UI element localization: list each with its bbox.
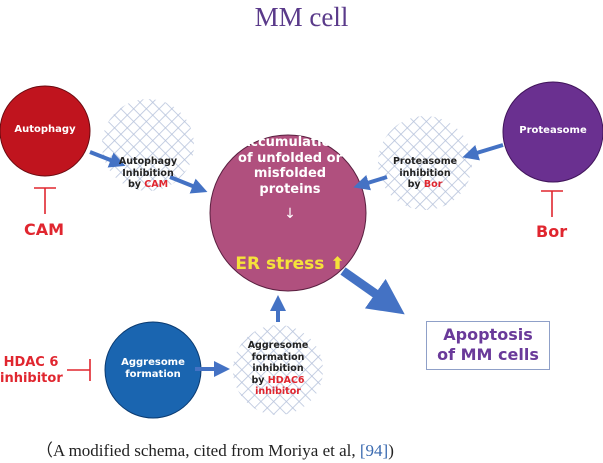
apoptosis-line2: of MM cells xyxy=(437,345,539,364)
aggresome-label-line2: formation xyxy=(125,369,181,380)
down-arrow-icon: ↓ xyxy=(284,206,296,222)
aggresome-inhibition-line1: Aggresome xyxy=(247,340,309,351)
center-node xyxy=(209,134,367,292)
proteasome-label: Proteasome xyxy=(519,125,587,136)
proteasome-node xyxy=(502,81,603,183)
figure-caption: （A modified schema, cited from Moriya et… xyxy=(36,436,394,461)
aggresome-inhibition-line2: formation xyxy=(251,351,305,363)
arrow-proteasome-to-inhibition xyxy=(462,143,504,161)
autophagy-label: Autophagy xyxy=(14,124,76,135)
autophagy-inhibition-line2: Inhibition xyxy=(122,167,174,179)
hdac-line2: inhibitor xyxy=(0,371,63,386)
autophagy-inhibition-label: Autophagy Inhibition by CAM xyxy=(102,156,194,191)
bor-inhibitor-label: Bor xyxy=(536,222,568,241)
arrow-autophagy-inhibition-to-center xyxy=(169,175,208,194)
caption-close: ) xyxy=(388,441,394,460)
aggresome-label: Aggresome formation xyxy=(105,357,201,381)
proteasome-inhibition-line1: Proteasome xyxy=(392,156,458,167)
cam-inhibitor-bar xyxy=(34,187,56,214)
diagram-title: MM cell xyxy=(254,2,349,32)
autophagy-inhibition-line3: by CAM xyxy=(102,179,194,191)
proteasome-inhibition-node xyxy=(378,116,472,210)
aggresome-label-line1: Aggresome xyxy=(121,357,185,368)
autophagy-inhibition-line1: Autophagy xyxy=(118,156,178,167)
apoptosis-line1: Apoptosis xyxy=(443,325,533,344)
arrow-center-to-apoptosis xyxy=(340,267,405,315)
proteasome-inhibition-line2: inhibition xyxy=(399,167,451,179)
autophagy-inhibition-node xyxy=(102,99,194,191)
center-label: Accumulation of unfolded or misfolded pr… xyxy=(218,135,362,197)
reference-link[interactable]: [94] xyxy=(359,441,389,460)
arrow-proteasome-inhibition-to-center xyxy=(353,175,388,191)
caption-text: （A modified schema, cited from Moriya et… xyxy=(36,441,360,460)
bor-inhibitor-bar xyxy=(541,190,563,217)
aggresome-inhibition-line4: by HDAC6 xyxy=(232,375,324,387)
hdac-inhibitor-label: HDAC 6 inhibitor xyxy=(0,355,63,387)
er-stress-text: ER stress xyxy=(235,254,325,274)
aggresome-inhibition-node xyxy=(233,325,323,415)
hdac-inhibitor-bar xyxy=(67,359,91,381)
apoptosis-box: Apoptosis of MM cells xyxy=(426,321,550,370)
center-line3: misfolded xyxy=(253,166,327,181)
proteasome-inhibition-label: Proteasome inhibition by Bor xyxy=(378,156,472,191)
autophagy-node xyxy=(0,85,91,177)
cam-drug-text: CAM xyxy=(144,179,169,190)
center-line4: proteins xyxy=(259,181,321,197)
hdac6-drug-text: HDAC6 xyxy=(267,374,305,386)
inhibitor-drug-text: inhibitor xyxy=(255,386,301,397)
by-text: by xyxy=(127,179,141,190)
hdac-line1: HDAC 6 xyxy=(3,355,59,370)
proteasome-inhibition-line3: by Bor xyxy=(378,179,472,191)
by-text: by xyxy=(251,374,265,386)
arrow-autophagy-to-inhibition xyxy=(89,150,126,168)
er-stress-label: ER stress ⬆ xyxy=(218,254,362,274)
bor-drug-text: Bor xyxy=(423,179,443,190)
up-arrow-icon: ⬆ xyxy=(330,254,345,274)
cam-inhibitor-label: CAM xyxy=(24,220,65,239)
aggresome-inhibition-label: Aggresome formation inhibition by HDAC6 … xyxy=(232,340,324,398)
center-line1: Accumulation xyxy=(240,135,340,150)
by-text: by xyxy=(407,179,421,190)
aggresome-inhibition-line3: inhibition xyxy=(252,363,304,374)
center-line2: of unfolded or xyxy=(238,150,342,166)
